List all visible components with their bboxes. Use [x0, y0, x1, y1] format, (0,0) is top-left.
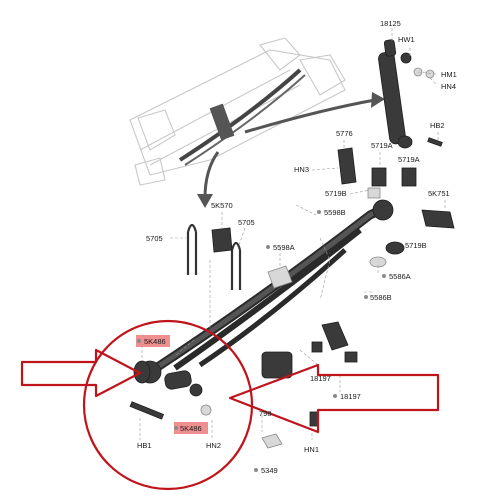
left-red-arrow: [20, 348, 142, 398]
highlight-box-5k486-top: [136, 335, 170, 347]
highlight-circle: [82, 319, 254, 491]
label-5719b-2: 5719B: [405, 241, 427, 250]
part-labels: 18125 HW1 HM1 HN4 HB2 5776 5719A 5719A H…: [137, 19, 457, 475]
label-18125: 18125: [380, 19, 401, 28]
label-5586a: 5586A: [389, 272, 411, 281]
label-5598a: 5598A: [273, 243, 295, 252]
label-hm1: HM1: [441, 70, 457, 79]
label-hn1: HN1: [304, 445, 319, 454]
label-5k486-bottom: 5K486: [180, 424, 202, 433]
label-hb1: HB1: [137, 441, 152, 450]
shock-hardware: [400, 52, 443, 147]
label-5705-right: 5705: [238, 218, 255, 227]
label-5719a-2: 5719A: [398, 155, 420, 164]
label-5705-left: 5705: [146, 234, 163, 243]
small-parts: [261, 241, 405, 449]
leader-lines: [139, 28, 446, 440]
vehicle-frame: [129, 37, 346, 186]
label-5k570: 5K570: [211, 201, 233, 210]
label-18197-right: 18197: [340, 392, 361, 401]
label-bullets: [137, 210, 386, 472]
label-5776: 5776: [336, 129, 353, 138]
label-5598b: 5598B: [324, 208, 346, 217]
shackle-brackets: [337, 147, 455, 229]
highlight-box-5k486-bottom: [174, 422, 208, 434]
label-798: 798: [259, 409, 272, 418]
label-5k751: 5K751: [428, 189, 450, 198]
label-hn4: HN4: [441, 82, 456, 91]
callout-arrow-spring-head: [197, 194, 213, 208]
label-hn3: HN3: [294, 165, 309, 174]
label-5349: 5349: [261, 466, 278, 475]
callout-arrow-spring: [203, 151, 220, 199]
bushing-parts: [129, 360, 212, 420]
callout-arrow-shock-head: [371, 92, 385, 108]
installed-spring: [178, 68, 306, 166]
label-18197-left: 18197: [310, 374, 331, 383]
label-hb2: HB2: [430, 121, 445, 130]
label-5586b: 5586B: [370, 293, 392, 302]
label-5719b-1: 5719B: [325, 189, 347, 198]
label-hn2: HN2: [206, 441, 221, 450]
label-5k486-top: 5K486: [144, 337, 166, 346]
callout-arrow-shock: [244, 98, 376, 134]
right-red-arrow: [228, 363, 440, 434]
label-5719a-1: 5719A: [371, 141, 393, 150]
shock-absorber: [378, 39, 413, 149]
label-hw1: HW1: [398, 35, 415, 44]
u-bolts: [186, 223, 242, 290]
